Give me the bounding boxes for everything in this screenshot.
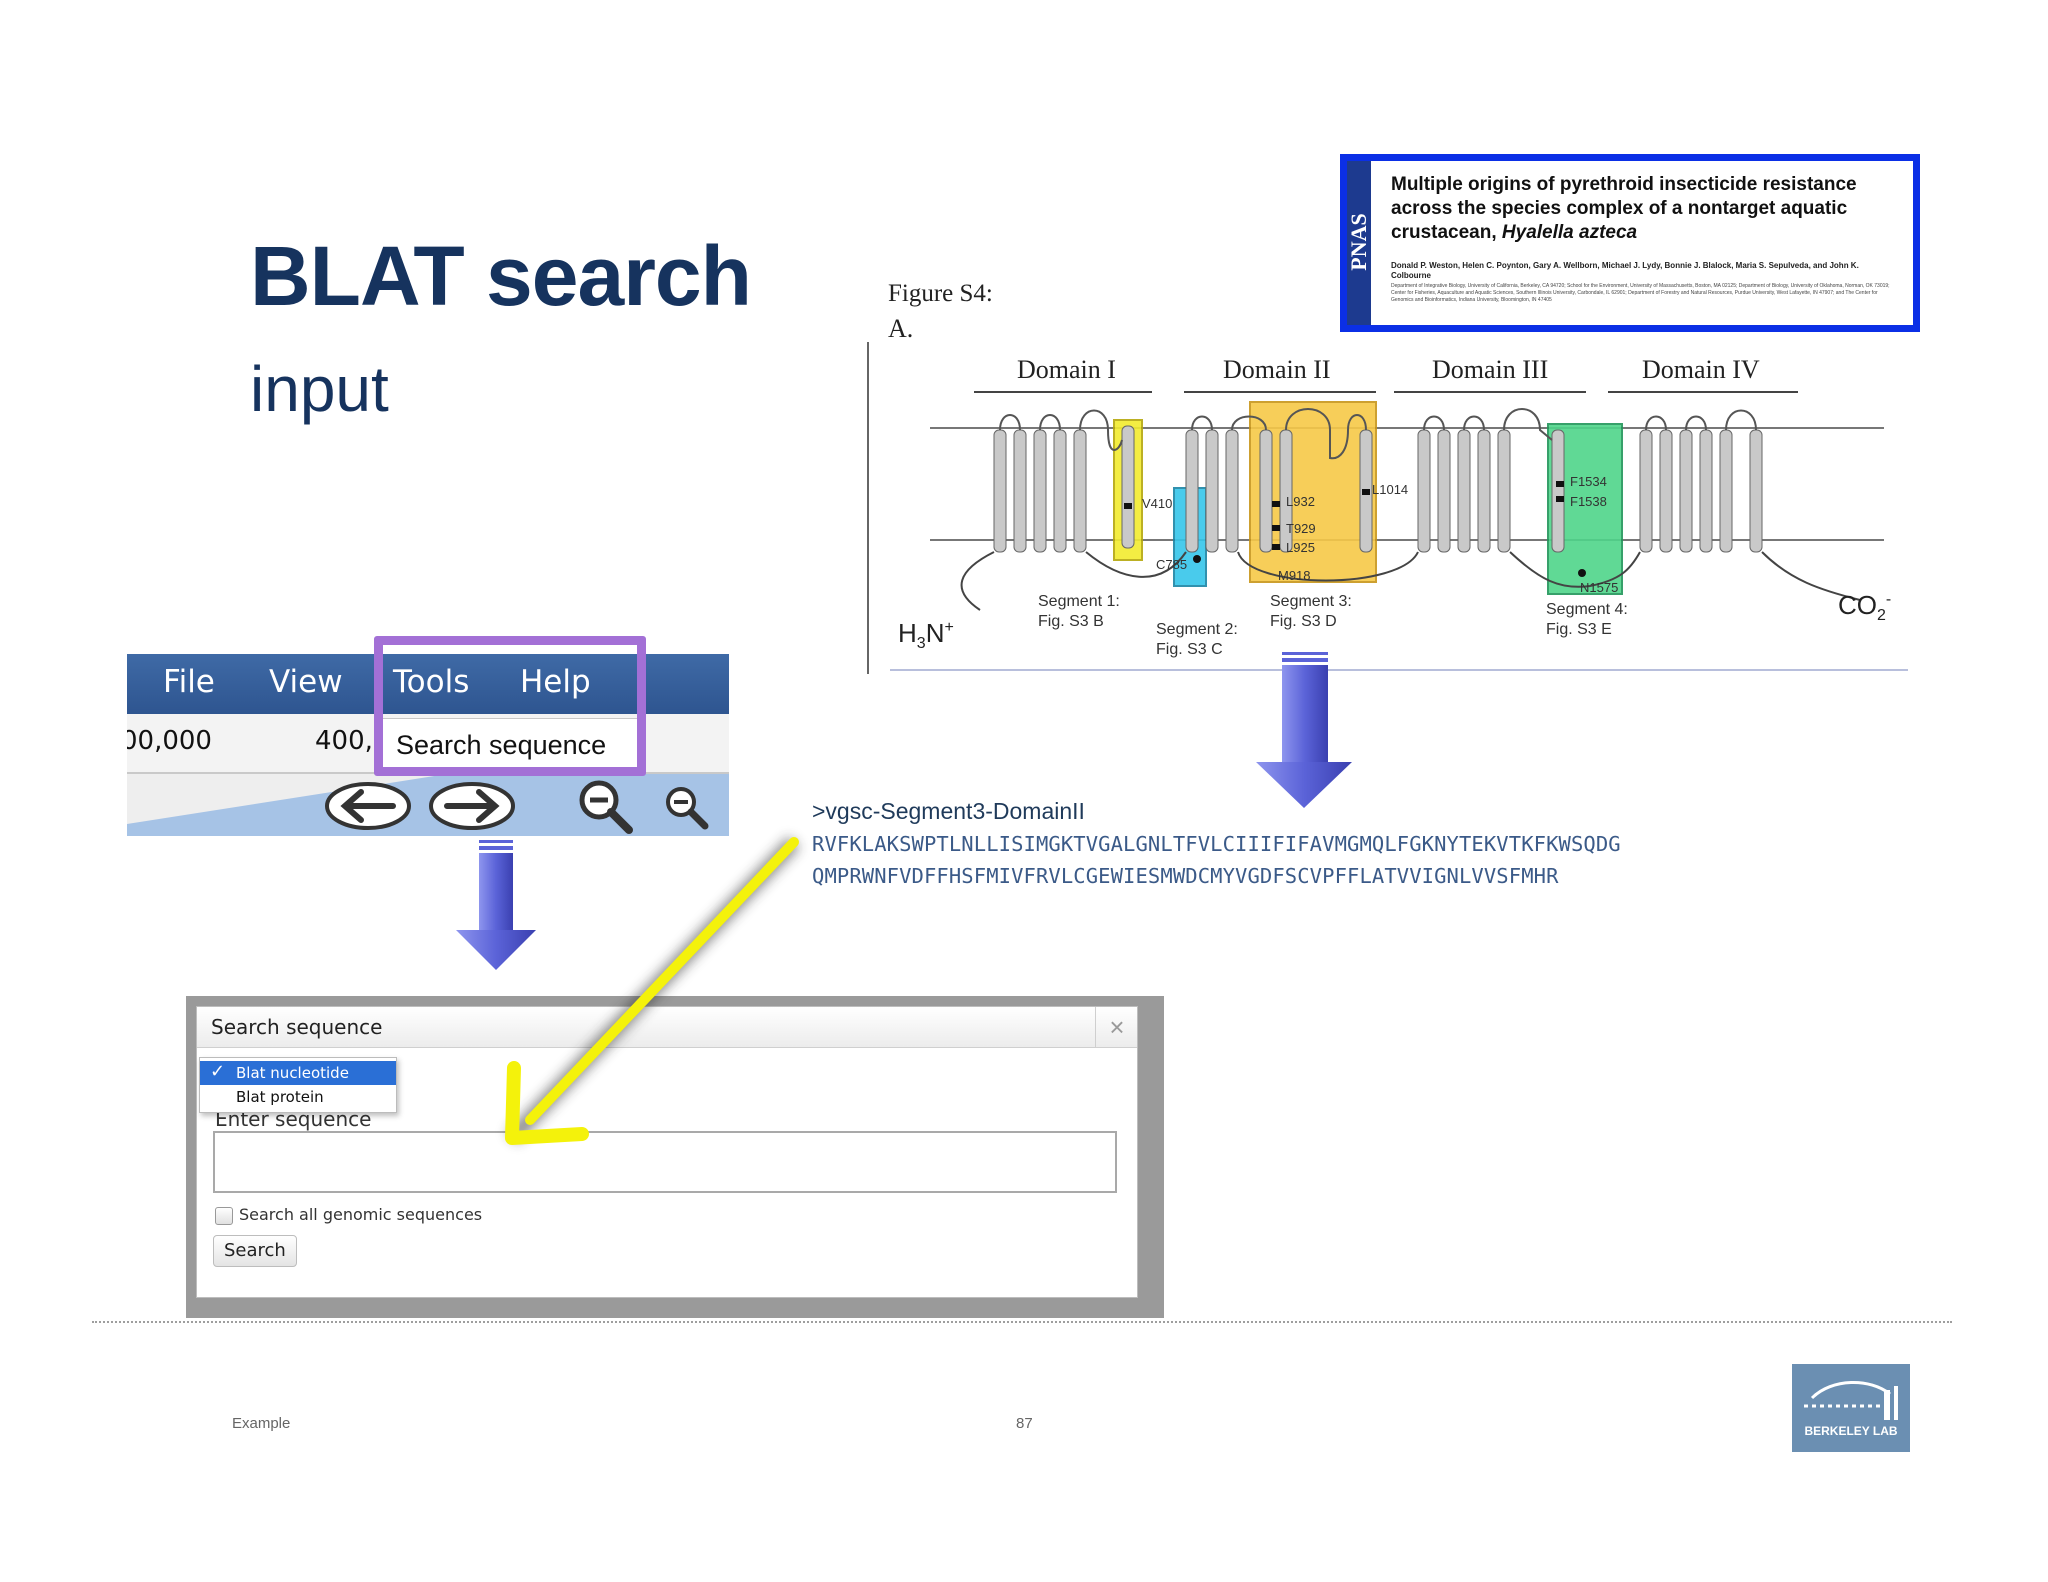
menu-view[interactable]: View — [269, 664, 343, 700]
segment-3-fig: Fig. S3 D — [1270, 613, 1337, 630]
segment-4-fig: Fig. S3 E — [1546, 621, 1612, 638]
paper-affiliations: Department of Integrative Biology, Unive… — [1391, 283, 1890, 303]
menu-bar: File View Tools Help — [127, 654, 729, 714]
domain-3-label: Domain III — [1432, 355, 1548, 384]
zoom-out-small-icon[interactable] — [661, 782, 713, 834]
residue-l1014: L1014 — [1372, 482, 1408, 497]
residue-markers — [1124, 481, 1586, 577]
residue-n1575: N1575 — [1580, 580, 1618, 595]
slide-subtitle: input — [250, 353, 389, 425]
paper-card-body: PNAS Multiple origins of pyrethroid inse… — [1347, 161, 1913, 325]
down-arrow-icon — [456, 840, 536, 970]
fasta-sequence-line: RVFKLAKSWPTLNLLISIMGKTVGALGNLTFVLCIIIFIF… — [812, 832, 1621, 856]
dialog-title: Search sequence — [211, 1015, 383, 1039]
paper-title: Multiple origins of pyrethroid insectici… — [1391, 173, 1901, 245]
dialog-header: Search sequence × — [197, 1007, 1137, 1048]
berkeley-lab-logo-icon — [1804, 1381, 1898, 1420]
paper-authors: Donald P. Weston, Helen C. Poynton, Gary… — [1391, 261, 1859, 280]
option-blat-protein[interactable]: Blat protein — [200, 1085, 396, 1109]
segment-labels: Segment 1: Fig. S3 B Segment 2: Fig. S3 … — [1038, 593, 1628, 658]
pnas-strip: PNAS — [1347, 161, 1371, 325]
residue-v410: V410 — [1142, 496, 1172, 511]
paper-title-line: across the species complex of a nontarge… — [1391, 198, 1848, 219]
pnas-journal-label: PNAS — [1346, 213, 1371, 271]
footer-label: Example — [232, 1415, 291, 1432]
fasta-header: >vgsc-Segment3-DomainII — [812, 798, 1085, 824]
helix-group-3 — [1417, 408, 1565, 553]
segment-3-name: Segment 3: — [1270, 593, 1352, 610]
residue-c785: C785 — [1156, 557, 1187, 572]
berkeley-lab-logo: BERKELEY LAB — [1792, 1364, 1910, 1452]
footer-divider — [92, 1321, 1952, 1323]
domain-4-label: Domain IV — [1642, 355, 1760, 384]
residue-l925: L925 — [1286, 540, 1315, 555]
domain-labels: Domain I Domain II Domain III Domain IV — [974, 355, 1798, 393]
segment-4-name: Segment 4: — [1546, 601, 1628, 618]
sequence-input[interactable] — [213, 1131, 1117, 1193]
close-button[interactable]: × — [1095, 1007, 1138, 1047]
check-icon: ✓ — [210, 1061, 226, 1082]
domain-2-label: Domain II — [1223, 355, 1331, 384]
coordinate-label: 400, — [315, 726, 373, 756]
n-terminus-label: H3N+ — [898, 618, 954, 652]
residue-l932: L932 — [1286, 494, 1315, 509]
residue-f1538: F1538 — [1570, 494, 1607, 509]
page-number: 87 — [1016, 1415, 1033, 1432]
segment-1-name: Segment 1: — [1038, 593, 1120, 610]
option-label: Blat nucleotide — [236, 1064, 349, 1082]
search-type-select[interactable]: ✓ Blat nucleotide Blat protein — [199, 1057, 397, 1113]
slide-title: BLAT search — [250, 229, 752, 323]
menu-tools[interactable]: Tools — [393, 664, 470, 700]
option-label: Blat protein — [236, 1088, 324, 1106]
navigation-band — [127, 774, 729, 836]
back-arrow-icon[interactable] — [323, 780, 413, 832]
berkeley-lab-logo-text: BERKELEY LAB — [1804, 1424, 1898, 1438]
helix-group-1 — [993, 409, 1135, 553]
figure-panel-label: A. — [888, 314, 914, 343]
domain-1-label: Domain I — [1017, 355, 1116, 384]
c-terminus-label: CO2- — [1838, 590, 1891, 624]
search-button[interactable]: Search — [213, 1235, 297, 1267]
intracellular-loops — [960, 551, 1861, 611]
helix-group-2 — [1185, 408, 1373, 553]
search-all-label: Search all genomic sequences — [239, 1205, 483, 1224]
paper-title-line: crustacean, — [1391, 222, 1502, 243]
tools-menu-search-sequence[interactable]: Search sequence — [379, 718, 639, 772]
paper-reference-card: PNAS Multiple origins of pyrethroid inse… — [1340, 154, 1920, 332]
segment-2-name: Segment 2: — [1156, 621, 1238, 638]
sodium-channel-diagram: Domain I Domain II Domain III Domain IV — [867, 342, 1908, 674]
fasta-sequence-line: QMPRWNFVDFFHSFMIVFRVLCGEWIESMWDCMYVGDFSC… — [812, 864, 1559, 888]
paper-title-line: Multiple origins of pyrethroid insectici… — [1391, 174, 1857, 195]
zoom-out-large-icon[interactable] — [575, 776, 639, 836]
residue-f1534: F1534 — [1570, 474, 1607, 489]
yellow-pointer-arrow-icon — [505, 836, 800, 1145]
search-sequence-dialog: Search sequence × Enter sequence ✓ Blat … — [196, 1006, 1138, 1298]
menu-help[interactable]: Help — [520, 664, 591, 700]
residue-labels: V410 C785 L932 T929 L925 M918 L1014 F153… — [1142, 474, 1618, 595]
residue-m918: M918 — [1278, 568, 1311, 583]
menu-item-label: Search sequence — [396, 730, 607, 760]
segment-2-fig: Fig. S3 C — [1156, 641, 1223, 658]
helix-group-4 — [1639, 409, 1763, 553]
figure-label: Figure S4: — [888, 280, 993, 307]
coordinate-label: 00,000 — [127, 726, 212, 756]
menu-file[interactable]: File — [163, 664, 215, 700]
search-all-checkbox[interactable] — [215, 1207, 233, 1225]
forward-arrow-icon[interactable] — [427, 780, 517, 832]
browser-toolbar: File View Tools Help 00,000 400, — [127, 654, 729, 836]
option-blat-nucleotide[interactable]: ✓ Blat nucleotide — [200, 1061, 396, 1085]
down-arrow-icon — [1256, 652, 1352, 808]
tools-menu-highlight — [374, 636, 646, 776]
segment-1-fig: Fig. S3 B — [1038, 613, 1104, 630]
residue-t929: T929 — [1286, 521, 1316, 536]
paper-title-species: Hyalella azteca — [1501, 222, 1638, 243]
